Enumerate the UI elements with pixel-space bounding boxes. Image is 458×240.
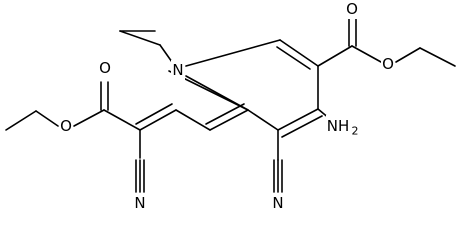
bond-n1-ch2 bbox=[159, 44, 173, 63]
bonds bbox=[5, 17, 456, 193]
nitrogen-side-nitrile-label: N bbox=[134, 194, 145, 212]
bond-c6-ch-double bbox=[209, 109, 249, 131]
bond-ch2-ch3-left bbox=[5, 110, 37, 131]
bond-ch-c bbox=[175, 109, 211, 131]
bond-cester-oether bbox=[351, 45, 382, 63]
bond-c2-n1 bbox=[185, 39, 281, 67]
nitrogen-ring-label: N bbox=[172, 61, 183, 79]
bond-ch2-ch3-ethyl bbox=[419, 47, 456, 67]
atom-labels: N O O NH 2 O O N N bbox=[59, 0, 395, 212]
bond-c3-c2-double bbox=[276, 46, 311, 70]
bond-c6-n1 bbox=[185, 75, 249, 111]
bond-c6-c5 bbox=[247, 109, 279, 131]
bond-c-cquat-double bbox=[139, 109, 177, 131]
oxygen-left-ether-label: O bbox=[60, 117, 72, 135]
bond-cester-oether-left bbox=[73, 109, 105, 127]
oxygen-left-carbonyl-label: O bbox=[99, 59, 111, 77]
amino-subscript-label: 2 bbox=[352, 125, 359, 138]
bond-cquat-cester bbox=[103, 109, 141, 131]
bond-c6-ch-double-2 bbox=[205, 103, 245, 125]
bond-c-cquat-double-2 bbox=[135, 103, 173, 125]
nitrogen-ring-nitrile-label: N bbox=[272, 194, 283, 212]
bond-c3-c2 bbox=[279, 39, 319, 67]
bond-oether-ch2 bbox=[395, 47, 421, 63]
molecule-structure-diagram: N O O NH 2 O O N N bbox=[5, 0, 456, 212]
bond-c5-c4 bbox=[277, 108, 319, 131]
oxygen-ring-ester-ether-label: O bbox=[382, 55, 394, 73]
bond-c3-cester bbox=[317, 45, 353, 67]
bond-oether-ch2-left bbox=[35, 110, 59, 127]
amino-label: NH bbox=[327, 117, 350, 135]
bond-c5-c4-double bbox=[281, 115, 323, 138]
oxygen-ring-ester-carbonyl-label: O bbox=[346, 0, 358, 18]
structure-canvas: N O O NH 2 O O N N bbox=[5, 0, 456, 212]
bond-ch2-ch2 bbox=[119, 30, 161, 46]
